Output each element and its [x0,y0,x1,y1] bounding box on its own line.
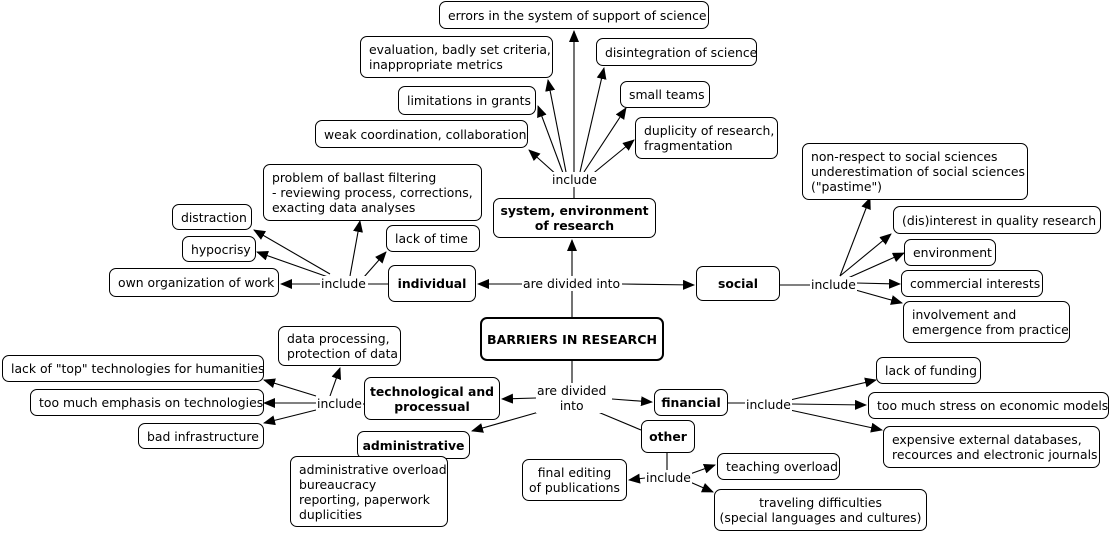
connector-line [851,288,903,305]
connector-line [349,220,363,277]
link-label-include: include [316,396,363,411]
other-item-node[interactable]: traveling difficulties (special language… [714,489,927,531]
connector-line [791,399,867,410]
financial-item-node[interactable]: expensive external databases, recources … [883,426,1100,468]
social-item-node[interactable]: involvement and emergence from practice [903,301,1070,343]
individual-item-node[interactable]: own organization of work [109,268,279,297]
system-item-node[interactable]: small teams [620,81,710,108]
connector-line [628,473,646,484]
connector-line [589,139,635,177]
financial-item-node[interactable]: too much stress on economic models [868,392,1109,419]
social-item-node[interactable]: non-respect to social sciences underesti… [802,143,1028,200]
connector-line [597,411,642,431]
individual-item-node[interactable]: lack of time [386,225,480,252]
social-item-node[interactable]: (dis)interest in quality research [893,206,1101,234]
connector-line [528,149,559,177]
connector-line [583,107,627,173]
connector-line [579,67,607,173]
connector-line [263,378,317,397]
category-social-node[interactable]: social [696,266,780,301]
system-item-node[interactable]: duplicity of research, fragmentation [635,117,778,159]
connector-line [621,279,695,290]
category-other-node[interactable]: other [641,420,695,453]
link-label-include: include [645,470,692,485]
connector-line [839,197,871,277]
link-label-are-divided-into: are divided into [536,383,608,413]
link-label-are-divided-into: are divided into [522,276,622,291]
category-individual-node[interactable]: individual [388,265,476,302]
connector-line [256,250,329,278]
tech-item-node[interactable]: too much emphasis on technologies [30,389,264,416]
connector-line [789,409,883,433]
category-system-node[interactable]: system, environment of research [493,198,656,238]
category-administrative-node[interactable]: administrative [357,431,470,459]
link-label-include: include [320,276,367,291]
link-label-include: include [551,172,598,187]
financial-item-node[interactable]: lack of funding [876,357,981,384]
tech-item-node[interactable]: bad infrastructure [138,423,264,449]
social-item-node[interactable]: commercial interests [901,270,1043,297]
admin-item-node[interactable]: administrative overload bureaucracy repo… [290,456,448,527]
system-item-node[interactable]: errors in the system of support of scien… [439,1,709,29]
connector-line [329,367,342,397]
system-item-node[interactable]: disintegration of science [596,38,757,66]
category-technological-node[interactable]: technological and processual [364,377,500,420]
connector-line [545,79,567,173]
connector-line [471,409,547,433]
connector-line [689,481,714,493]
category-financial-node[interactable]: financial [654,389,728,416]
tech-item-node[interactable]: data processing, protection of data [278,326,401,366]
connector-line [847,252,905,279]
individual-item-node[interactable]: hypocrisy [182,236,256,262]
individual-item-node[interactable]: problem of ballast filtering - reviewing… [263,164,482,221]
system-item-node[interactable]: limitations in grants [398,86,536,115]
connector-line [501,393,537,404]
tech-item-node[interactable]: lack of "top" technologies for humanitie… [2,355,264,382]
system-item-node[interactable]: weak coordination, collaboration [315,120,528,148]
connector-line [855,278,901,289]
connector-line [839,233,892,277]
individual-item-node[interactable]: distraction [172,204,252,230]
connector-line [611,396,653,407]
connector-line [253,229,331,275]
connector-line [263,409,317,426]
connector-line [363,251,387,278]
link-label-include: include [810,277,857,292]
system-item-node[interactable]: evaluation, badly set criteria, inapprop… [360,36,553,78]
connector-line [537,105,564,174]
other-item-node[interactable]: final editing of publications [522,459,627,501]
social-item-node[interactable]: environment [904,239,996,266]
link-label-include: include [745,397,792,412]
connector-line [789,377,877,401]
main-topic-node[interactable]: BARRIERS IN RESEARCH [480,317,664,361]
other-item-node[interactable]: teaching overload [717,453,840,480]
connector-line [689,464,716,475]
